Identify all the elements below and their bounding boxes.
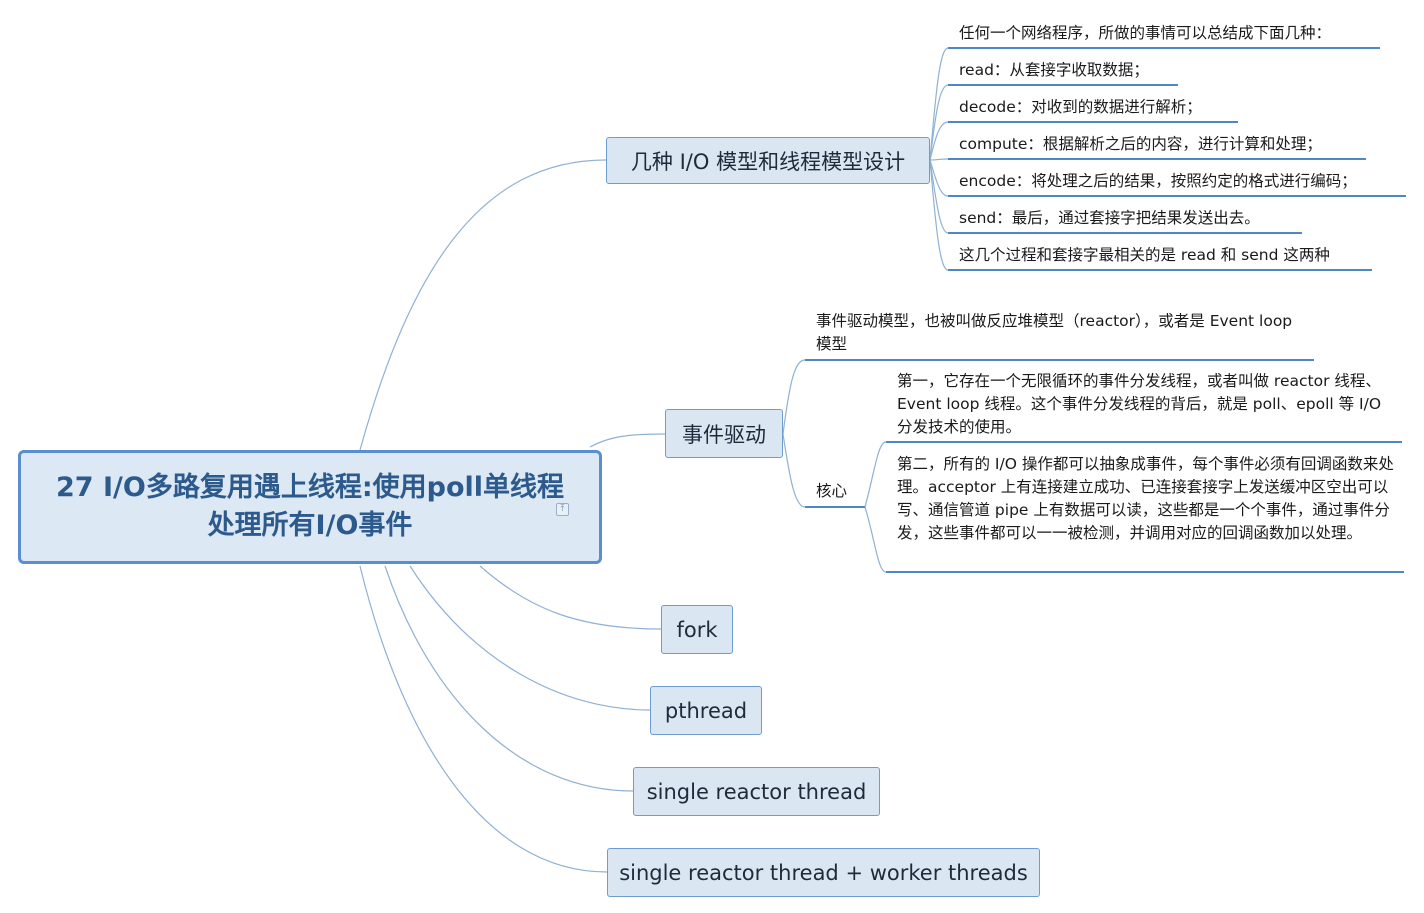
subtopic-network-program-summary[interactable]: 任何一个网络程序，所做的事情可以总结成下面几种：	[959, 24, 1332, 42]
topic-label: fork	[676, 617, 718, 642]
subtopic-core[interactable]: 核心	[816, 482, 848, 500]
topic-single-reactor-thread[interactable]: single reactor thread	[633, 767, 880, 816]
subtopic-decode[interactable]: decode：对收到的数据进行解析；	[959, 98, 1202, 116]
subtopic-read-send-relation[interactable]: 这几个过程和套接字最相关的是 read 和 send 这两种	[959, 246, 1330, 264]
central-topic[interactable]: 27 I/O多路复用遇上线程:使用poll单线程处理所有I/O事件 ⤒	[18, 450, 602, 564]
subtopic-read[interactable]: read：从套接字收取数据；	[959, 61, 1149, 79]
subtopic-core-second[interactable]: 第二，所有的 I/O 操作都可以抽象成事件，每个事件必须有回调函数来处理。acc…	[897, 455, 1394, 542]
topic-label: single reactor thread	[646, 779, 867, 804]
connector-core-c1	[864, 506, 887, 573]
connector-central-topic2	[479, 565, 662, 630]
central-topic-title: 27 I/O多路复用遇上线程:使用poll单线程处理所有I/O事件	[55, 472, 565, 541]
connector-t0-c2	[929, 121, 949, 161]
topic-label: pthread	[664, 698, 748, 723]
topic-label: 事件驱动	[682, 422, 766, 447]
note-icon[interactable]: ⤒	[556, 503, 569, 516]
subtopic-compute[interactable]: compute：根据解析之后的内容，进行计算和处理；	[959, 135, 1322, 153]
connector-t0-c4	[929, 159, 949, 197]
topic-pthread[interactable]: pthread	[650, 686, 762, 735]
connector-t0-c6	[929, 159, 949, 271]
subtopic-send[interactable]: send：最后，通过套接字把结果发送出去。	[959, 209, 1260, 227]
subtopic-encode[interactable]: encode：将处理之后的结果，按照约定的格式进行编码；	[959, 172, 1357, 190]
connector-central-topic3	[409, 565, 651, 711]
topic-io-models[interactable]: 几种 I/O 模型和线程模型设计	[606, 137, 930, 184]
topic-event-driven[interactable]: 事件驱动	[665, 409, 783, 458]
connector-t1-c1	[782, 433, 806, 508]
topic-fork[interactable]: fork	[661, 605, 733, 654]
connector-core-c0	[864, 441, 887, 508]
topic-label: 几种 I/O 模型和线程模型设计	[630, 149, 906, 174]
connector-central-topic5	[359, 565, 608, 873]
connector-t0-c0	[929, 47, 949, 161]
subtopic-core-first[interactable]: 第一，它存在一个无限循环的事件分发线程，或者叫做 reactor 线程、Even…	[897, 372, 1382, 436]
connector-t1-c0	[782, 359, 806, 435]
connector-t0-c1	[929, 84, 949, 161]
connector-central-topic4	[384, 565, 634, 792]
connector-central-topic1	[589, 433, 666, 448]
connector-t0-c3	[929, 158, 949, 161]
connector-t0-c5	[929, 159, 949, 234]
subtopic-event-driven-model[interactable]: 事件驱动模型，也被叫做反应堆模型（reactor），或者是 Event loop…	[816, 312, 1293, 353]
topic-label: single reactor thread + worker threads	[619, 860, 1028, 885]
topic-single-reactor-worker-threads[interactable]: single reactor thread + worker threads	[607, 848, 1040, 897]
connector-central-topic0	[359, 159, 607, 451]
